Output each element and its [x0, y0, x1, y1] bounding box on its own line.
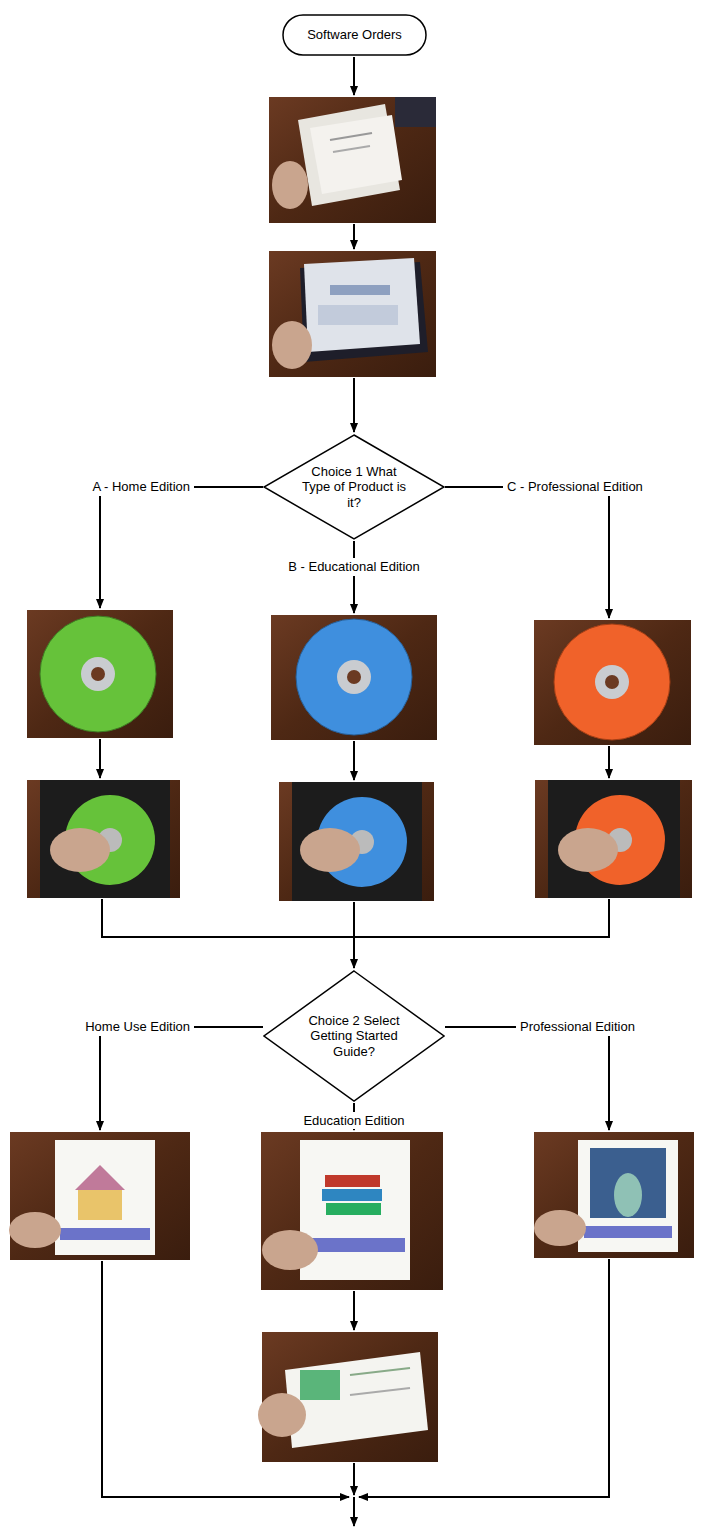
- photo-professional-guide: [534, 1132, 694, 1258]
- branch-label: B - Educational Edition: [286, 559, 422, 575]
- terminator-node: Software Orders: [282, 14, 427, 56]
- photo-orange-case: [535, 780, 692, 898]
- photo-blue-case: [279, 782, 434, 901]
- photo-software-box: [269, 251, 436, 377]
- photo-home-guide: [9, 1132, 190, 1260]
- branch-label: Professional Edition: [518, 1019, 637, 1035]
- photo-papers: [269, 97, 436, 223]
- decision-diamond: Choice 1 What Type of Product is it?: [263, 434, 445, 540]
- photo-registration-card: [258, 1332, 438, 1462]
- photo-education-guide: [261, 1132, 443, 1290]
- photo-orange-disc: [534, 620, 691, 745]
- photo-blue-disc: [271, 615, 437, 740]
- node-text: Software Orders: [287, 27, 422, 43]
- photo-green-case: [27, 780, 180, 898]
- branch-label: C - Professional Edition: [505, 479, 645, 495]
- node-text: Choice 2 Select Getting Started Guide?: [298, 1013, 410, 1060]
- decision-diamond: Choice 2 Select Getting Started Guide?: [263, 970, 445, 1102]
- photo-green-disc: [27, 610, 173, 738]
- node-text: Choice 1 What Type of Product is it?: [300, 464, 408, 511]
- branch-label: A - Home Edition: [90, 479, 192, 495]
- branch-label: Home Use Edition: [83, 1019, 192, 1035]
- branch-label: Education Edition: [301, 1113, 406, 1129]
